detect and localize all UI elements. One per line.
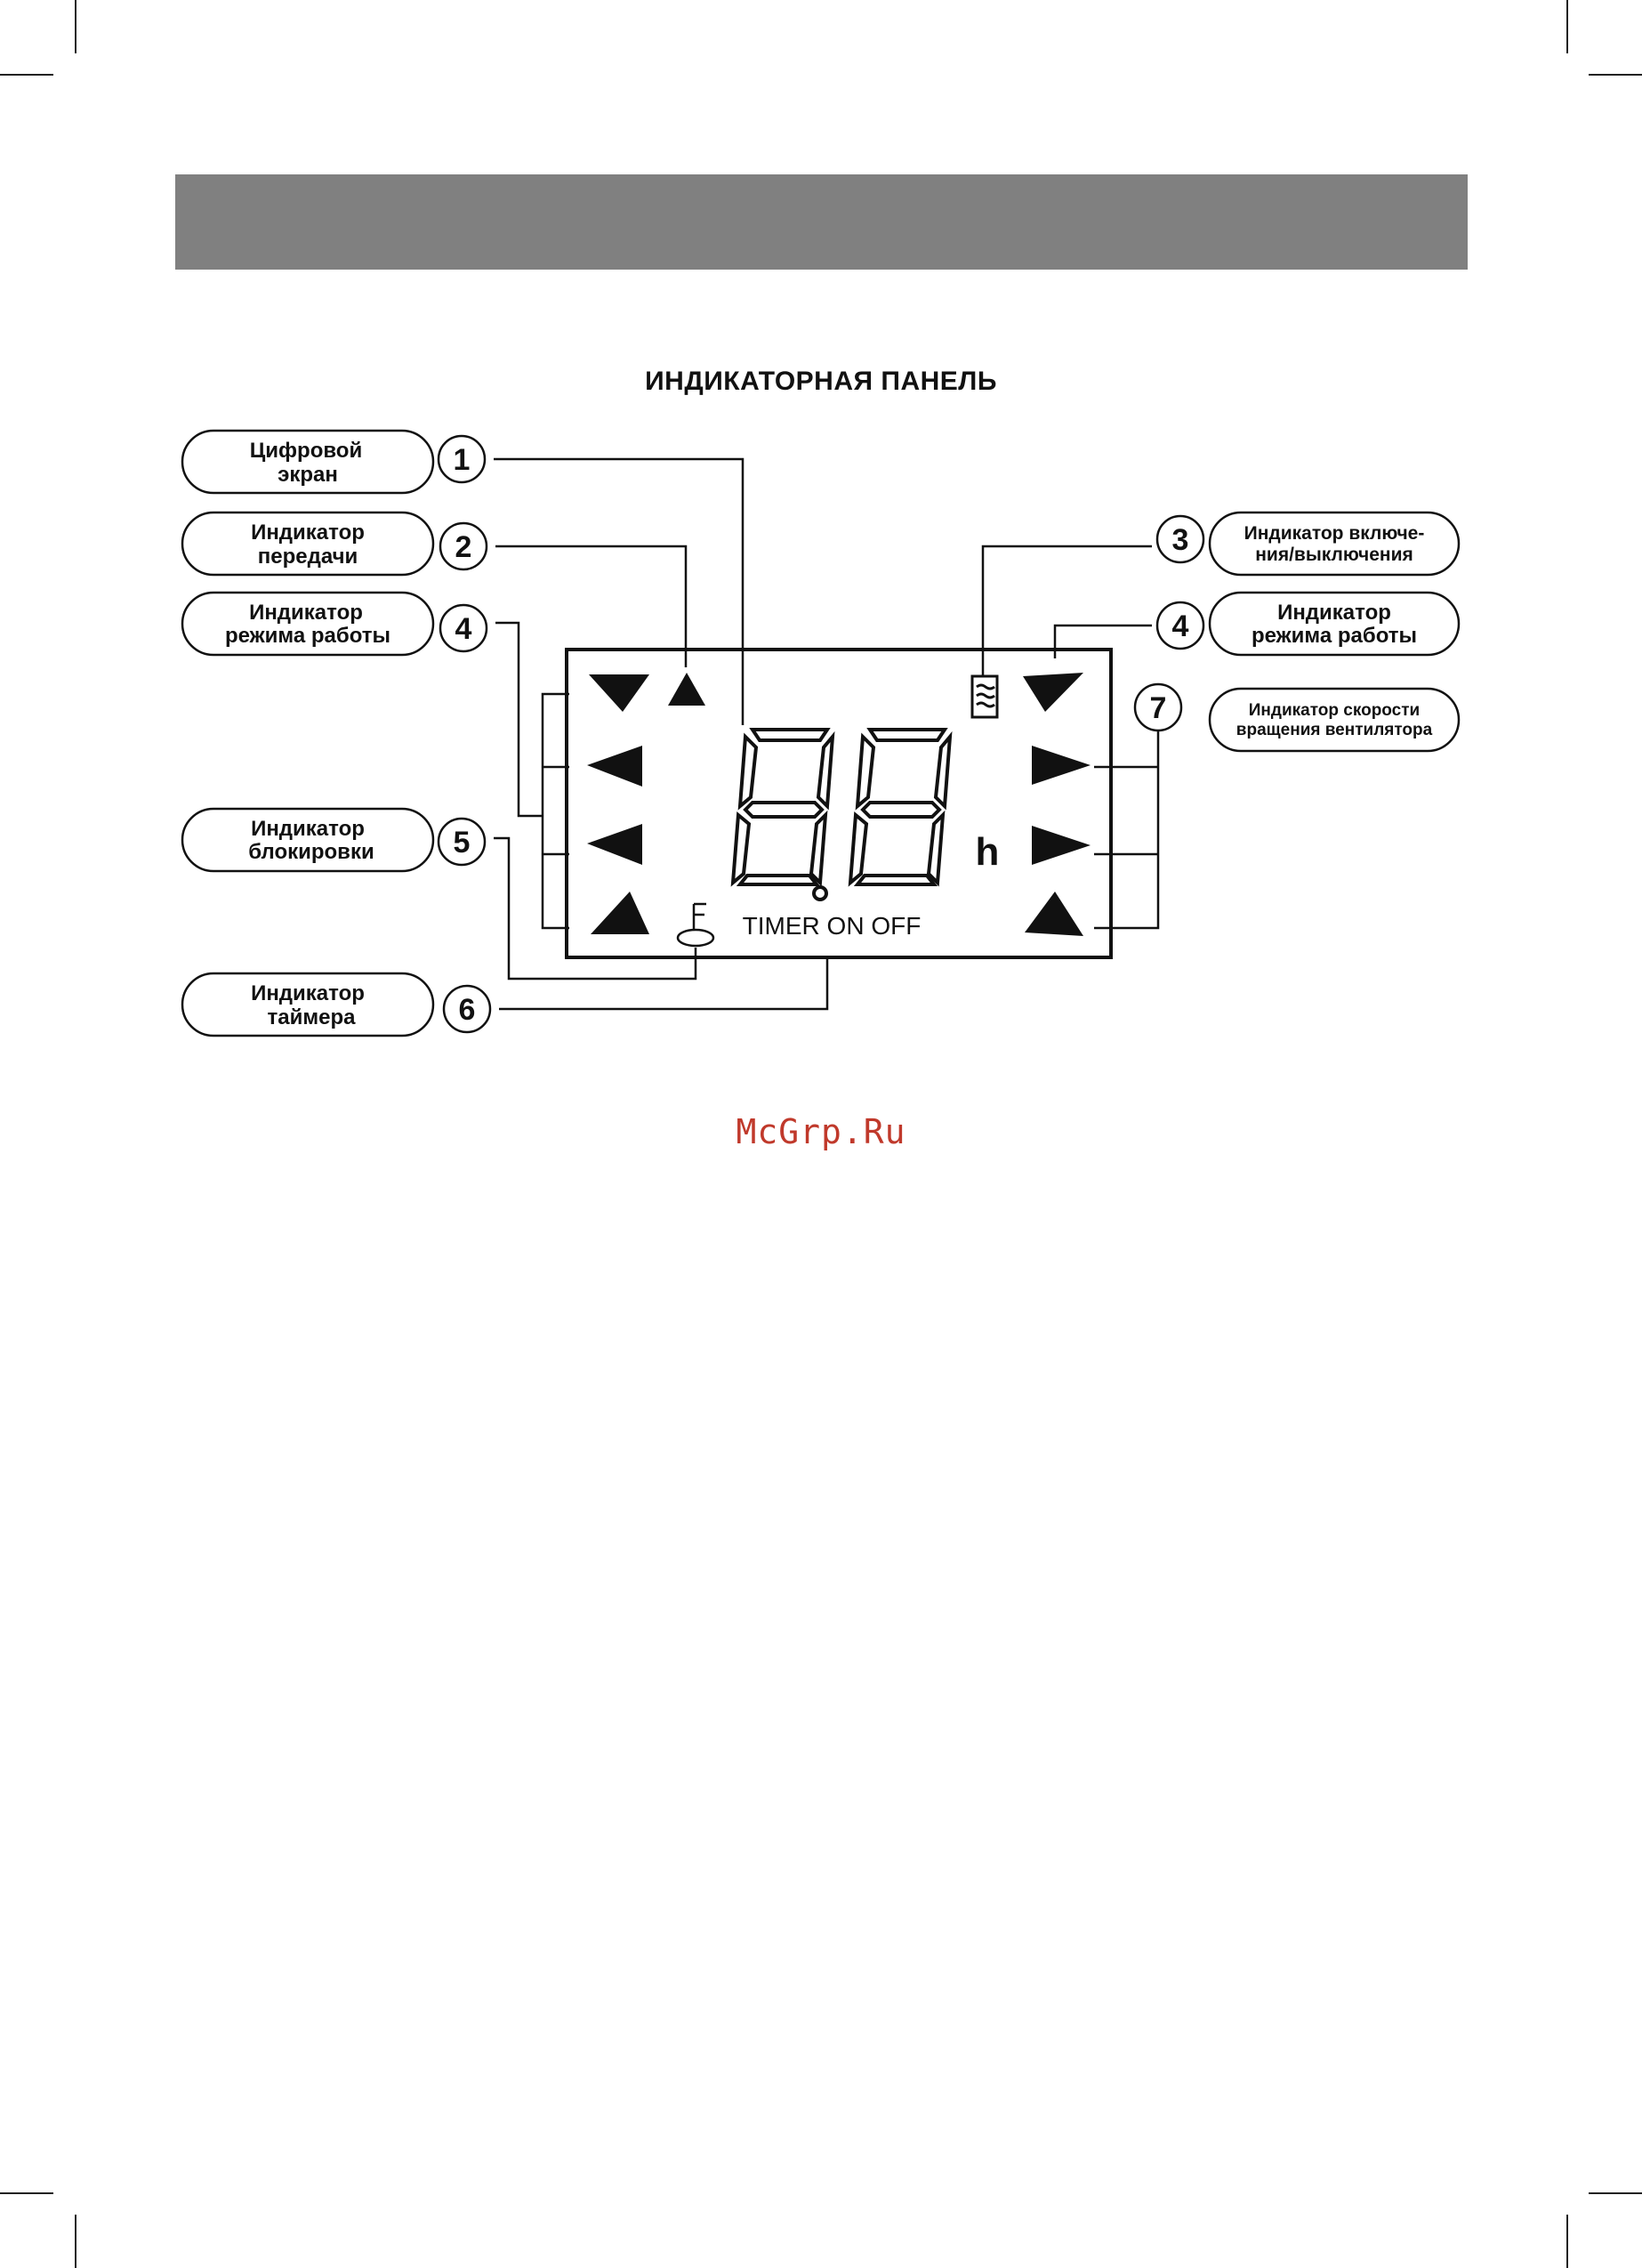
mode-triangle-down-icon: [1023, 673, 1083, 712]
leader-line: [1094, 730, 1158, 928]
callout-label-line1: Цифровой: [250, 439, 362, 463]
callout-label-line1: Индикатор включе-: [1244, 523, 1425, 544]
mode-triangle-left-icon: [587, 746, 642, 787]
timer-on-off-label: TIMER ON OFF: [743, 912, 922, 940]
mode-triangle-left-icon: [587, 824, 642, 865]
fan-triangle-right-icon: [1032, 826, 1091, 865]
callout-label-line1: Индикатор: [249, 601, 363, 625]
callout-label-line2: блокировки: [248, 840, 374, 864]
callout-number: 7: [1150, 691, 1167, 725]
leader-line: [495, 623, 543, 816]
callout-number: 1: [454, 443, 471, 477]
callout-number: 6: [459, 993, 476, 1027]
callout-label-line2: экран: [278, 463, 338, 487]
hours-unit-label: h: [976, 830, 1000, 874]
callout-label-line1: Индикатор скорости: [1249, 701, 1420, 720]
callout-number: 5: [454, 826, 471, 860]
callout-pill-power: [1210, 513, 1459, 575]
callout-label-line2: вращения вентилятора: [1236, 721, 1433, 739]
seven-segment-digits: [733, 730, 950, 900]
callout-number: 3: [1172, 523, 1189, 557]
power-indicator-icon: [972, 676, 997, 717]
fan-triangle-right-icon: [1032, 746, 1091, 785]
callout-label-line2: режима работы: [1252, 624, 1417, 648]
callout-pill-fan-speed: [1210, 689, 1459, 751]
callout-number: 4: [455, 612, 472, 646]
leader-line: [1055, 626, 1152, 658]
callout-label-line2: передачи: [258, 545, 358, 569]
callout-label-line1: Индикатор: [251, 817, 365, 841]
leader-line: [499, 959, 827, 1009]
callout-label-line2: режима работы: [225, 624, 390, 648]
callout-label-line1: Индикатор: [1277, 601, 1391, 625]
lock-icon: [678, 904, 713, 946]
callout-number: 4: [1172, 609, 1189, 643]
mode-triangle-up-icon: [591, 892, 649, 934]
callout-label-line2: ния/выключения: [1255, 545, 1413, 565]
callout-label-line2: таймера: [268, 1005, 357, 1029]
callout-label-line1: Индикатор: [251, 981, 365, 1005]
mode-triangle-down-icon: [589, 674, 649, 712]
callout-number: 2: [455, 530, 472, 564]
callout-label-line1: Индикатор: [251, 521, 365, 545]
leader-line: [983, 546, 1152, 676]
transmission-triangle-icon: [668, 673, 705, 706]
fan-triangle-up-icon: [1025, 892, 1083, 936]
watermark: McGrp.Ru: [0, 1112, 1642, 1151]
